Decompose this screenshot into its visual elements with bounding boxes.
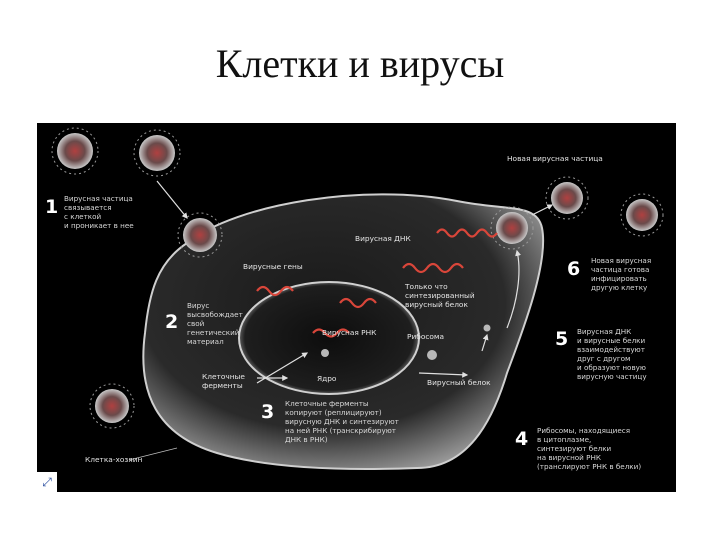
expand-icon[interactable]: ⤢ <box>37 472 57 492</box>
svg-text:вирусную ДНК и синтезируют: вирусную ДНК и синтезируют <box>285 417 399 426</box>
virus-particle-icon <box>134 130 180 176</box>
ribosome-icon <box>427 350 437 360</box>
svg-text:ДНК в РНК): ДНК в РНК) <box>285 435 328 444</box>
enzymes-label: Клеточные ферменты <box>202 372 245 390</box>
svg-text:материал: материал <box>187 337 224 346</box>
svg-text:вирусную частицу: вирусную частицу <box>577 372 647 381</box>
diagram-canvas: 1 2 3 4 5 6 Вирусная частица связывается… <box>37 123 676 492</box>
step-number: 3 <box>261 401 274 423</box>
step-1-text: Вирусная частица связывается с клеткой и… <box>64 194 134 230</box>
arrow <box>532 205 552 215</box>
step-4-text: Рибосомы, находящиеся в цитоплазме, синт… <box>537 426 641 471</box>
svg-text:Клеточные ферменты: Клеточные ферменты <box>285 399 369 408</box>
svg-text:в цитоплазме,: в цитоплазме, <box>537 435 591 444</box>
host-cell-label: Клетка-хозяин <box>85 455 143 464</box>
step-number: 1 <box>45 196 58 218</box>
svg-text:Вирусная ДНК: Вирусная ДНК <box>577 327 631 336</box>
svg-text:генетический: генетический <box>187 328 240 337</box>
virus-particle-icon <box>90 384 134 428</box>
virus-particle-icon <box>621 194 663 236</box>
svg-text:на вирусной РНК: на вирусной РНК <box>537 453 601 462</box>
svg-text:Вирусная частица: Вирусная частица <box>64 194 133 203</box>
svg-text:(транслируют РНК в белки): (транслируют РНК в белки) <box>537 462 641 471</box>
svg-text:взаимодействуют: взаимодействуют <box>577 345 645 354</box>
step-number: 2 <box>165 311 178 333</box>
protein-icon <box>321 349 329 357</box>
virus-particle-icon <box>52 128 98 174</box>
svg-text:и вирусные белки: и вирусные белки <box>577 336 646 345</box>
svg-text:с клеткой: с клеткой <box>64 212 102 221</box>
svg-text:свой: свой <box>187 319 205 328</box>
step-5-text: Вирусная ДНК и вирусные белки взаимодейс… <box>577 327 647 381</box>
svg-text:Рибосомы, находящиеся: Рибосомы, находящиеся <box>537 426 630 435</box>
svg-text:частица готова: частица готова <box>591 265 649 274</box>
viral-protein-label: Вирусный белок <box>427 378 491 387</box>
protein-icon <box>484 325 491 332</box>
new-particle-label: Новая вирусная частица <box>507 154 603 163</box>
svg-text:вирусный белок: вирусный белок <box>405 300 468 309</box>
nucleus-label: Ядро <box>317 374 337 383</box>
ribosome-label: Рибосома <box>407 332 444 341</box>
svg-text:и проникает в нее: и проникает в нее <box>64 221 134 230</box>
svg-text:синтезированный: синтезированный <box>405 291 475 300</box>
step-number: 4 <box>515 428 528 450</box>
slide-title: Клетки и вирусы <box>0 40 720 87</box>
step-number: 6 <box>567 258 580 280</box>
svg-text:Новая вирусная: Новая вирусная <box>591 256 651 265</box>
arrow <box>157 181 187 218</box>
viral-dna-label: Вирусная ДНК <box>355 234 411 243</box>
svg-text:высвобождает: высвобождает <box>187 310 243 319</box>
step-6-text: Новая вирусная частица готова инфицирова… <box>591 256 651 292</box>
step-number: 5 <box>555 328 568 350</box>
svg-text:на ней РНК (транскрибируют: на ней РНК (транскрибируют <box>285 426 396 435</box>
svg-text:копируют (реплицируют): копируют (реплицируют) <box>285 408 382 417</box>
svg-text:инфицировать: инфицировать <box>591 274 647 283</box>
svg-text:Только что: Только что <box>404 282 448 291</box>
svg-text:синтезируют белки: синтезируют белки <box>537 444 612 453</box>
svg-text:ферменты: ферменты <box>202 381 243 390</box>
svg-text:связывается: связывается <box>64 203 112 212</box>
svg-text:друг с другом: друг с другом <box>577 354 630 363</box>
svg-text:другую клетку: другую клетку <box>591 283 648 292</box>
virus-lifecycle-diagram: 1 2 3 4 5 6 Вирусная частица связывается… <box>37 123 676 492</box>
viral-genes-label: Вирусные гены <box>243 262 303 271</box>
virus-particle-icon <box>546 177 588 219</box>
svg-text:Вирус: Вирус <box>187 301 209 310</box>
svg-text:и образуют новую: и образуют новую <box>577 363 646 372</box>
svg-text:Клеточные: Клеточные <box>202 372 245 381</box>
viral-rna-label: Вирусная РНК <box>322 328 377 337</box>
